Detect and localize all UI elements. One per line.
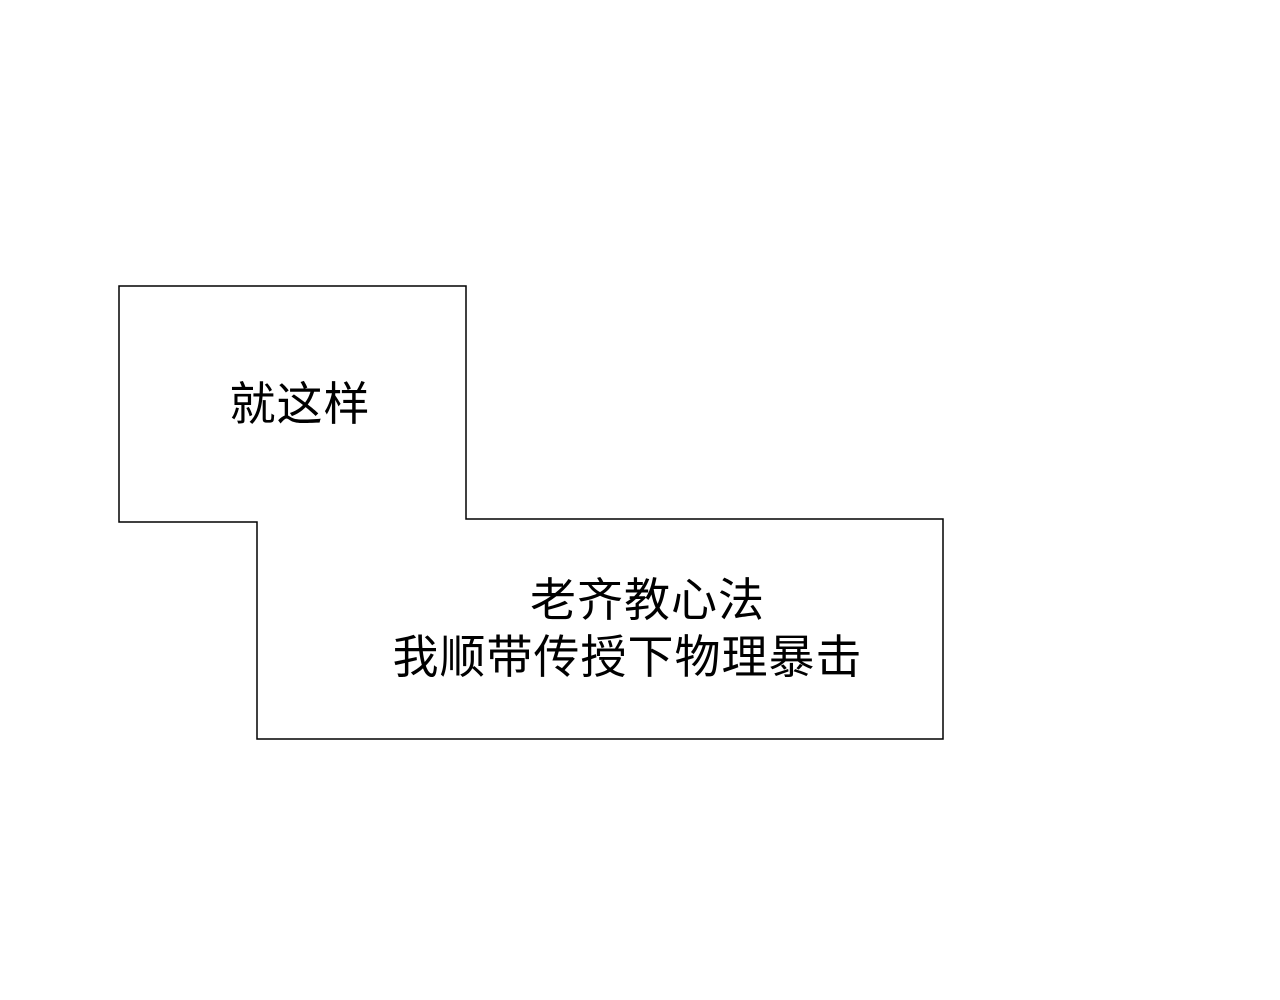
- caption-text-first: 就这样: [229, 376, 371, 431]
- caption-text-second-line-1: 老齐教心法: [530, 573, 765, 628]
- caption-text-second-line-2: 我顺带传授下物理暴击: [392, 629, 863, 684]
- caption-box-second: 老齐教心法 我顺带传授下物理暴击: [258, 519, 943, 738]
- caption-box-first: 就这样: [120, 286, 466, 522]
- caption-outline: [118, 285, 944, 740]
